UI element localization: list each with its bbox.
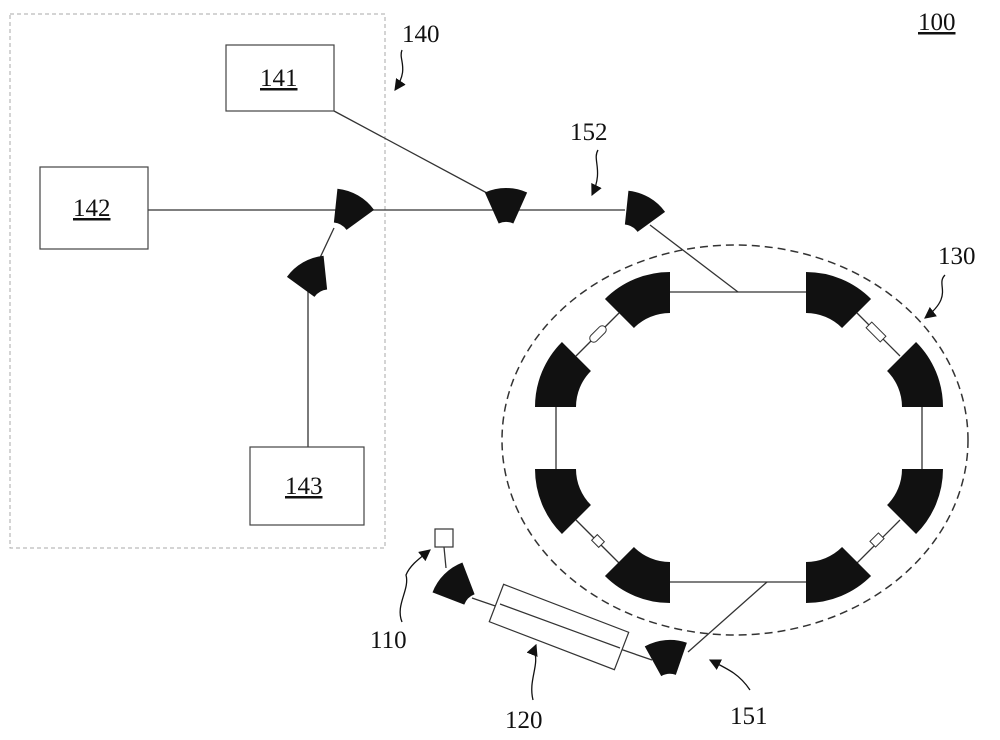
linac-120 <box>488 583 630 671</box>
label-140: 140 <box>402 21 440 48</box>
dipole-magnets <box>286 188 943 677</box>
label-142: 142 <box>73 195 111 222</box>
ring-dipole-magnet <box>806 547 872 603</box>
label-151: 151 <box>730 703 768 730</box>
beamline-141 <box>333 110 501 201</box>
quadrupole <box>590 533 606 549</box>
injection-dipole-magnet <box>432 562 475 605</box>
label-141: 141 <box>260 65 298 92</box>
beamline-dipole-magnet <box>624 190 666 232</box>
ring-dipole-magnet <box>887 341 943 407</box>
beamline-source <box>443 546 447 569</box>
box-141 <box>225 44 335 112</box>
arrow-152 <box>591 149 602 197</box>
arrow-140 <box>394 49 406 91</box>
ring-130-boundary <box>501 244 969 636</box>
ring-quadrupoles <box>589 321 887 549</box>
ring-dipole-magnet <box>535 341 591 407</box>
box-142 <box>39 166 149 250</box>
group-140-boundary <box>9 13 386 549</box>
label-110: 110 <box>370 627 407 654</box>
label-143: 143 <box>285 473 323 500</box>
beamline-dipole-magnet <box>333 188 375 230</box>
label-120: 120 <box>505 707 543 734</box>
quadrupole <box>865 321 887 343</box>
label-130: 130 <box>938 243 976 270</box>
figure-label: 100 <box>918 9 956 36</box>
arrow-151 <box>708 659 751 691</box>
ring-dipole-magnet <box>604 272 670 328</box>
arrow-110 <box>399 549 431 623</box>
quadrupole <box>869 532 885 548</box>
ring-dipole-magnet <box>535 469 591 535</box>
injection-dipole-magnet-151 <box>644 639 687 677</box>
beamline-dipole-magnet <box>484 188 528 224</box>
beamline-151 <box>687 581 768 653</box>
linac-axis <box>499 603 621 649</box>
arrow-130 <box>924 274 946 319</box>
ring-dipole-magnet <box>806 272 872 328</box>
ion-source-110 <box>434 528 454 548</box>
arrow-120 <box>526 643 538 701</box>
beam-lines <box>148 110 923 661</box>
label-152: 152 <box>570 119 608 146</box>
beamline-dipole-magnet <box>286 255 328 297</box>
ring-dipole-magnet <box>604 547 670 603</box>
quadrupole <box>589 325 607 343</box>
ring-dipole-magnet <box>887 469 943 535</box>
beamline-152 <box>649 224 739 293</box>
box-143 <box>249 446 365 526</box>
